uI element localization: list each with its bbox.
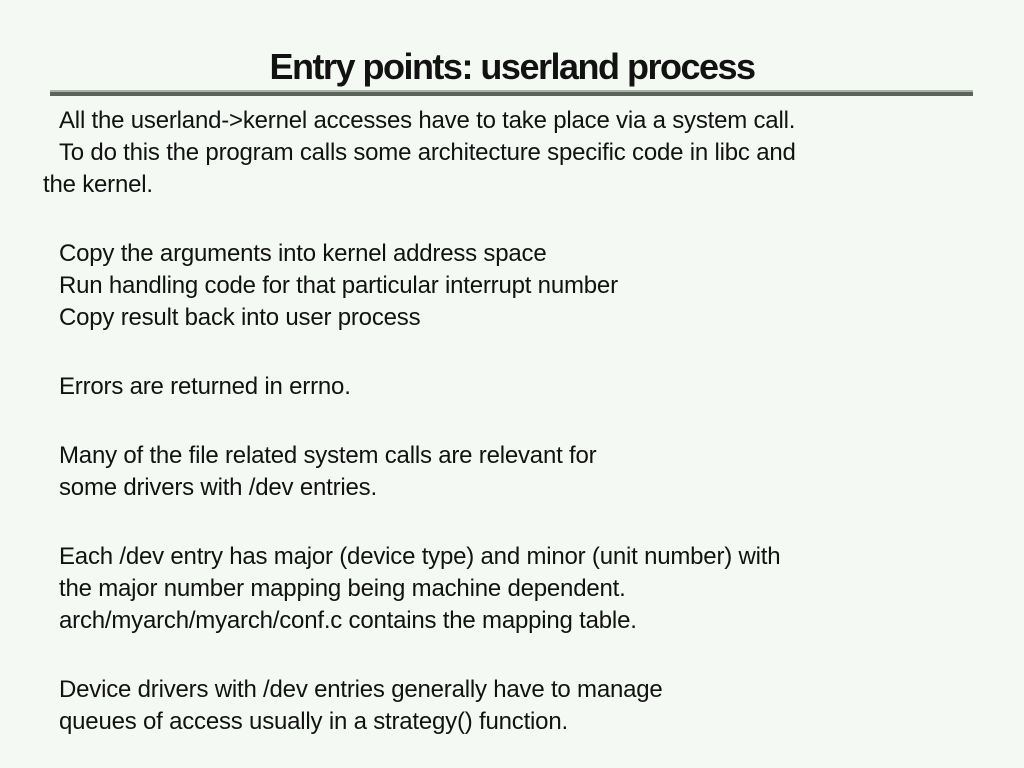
body-line: the major number mapping being machine d… [59,575,626,602]
slide-body: All the userland->kernel accesses have t… [43,105,1004,738]
slide-title: Entry points: userland process [269,46,756,87]
body-line: Many of the file related system calls ar… [59,442,597,469]
body-line: Run handling code for that particular in… [59,272,618,299]
paragraph-syscall-steps: Copy the arguments into kernel address s… [43,238,1004,334]
body-line: some drivers with /dev entries. [59,474,377,501]
paragraph-dev-entries: Each /dev entry has major (device type) … [43,541,1004,637]
body-line: Each /dev entry has major (device type) … [59,543,781,570]
body-line: arch/myarch/myarch/conf.c contains the m… [59,607,637,634]
body-line: queues of access usually in a strategy()… [59,708,568,735]
body-line: the kernel. [43,171,153,198]
paragraph-file-syscalls: Many of the file related system calls ar… [43,440,1004,504]
body-line: Device drivers with /dev entries general… [59,676,663,703]
body-line: Copy result back into user process [59,304,421,331]
body-line: All the userland->kernel accesses have t… [59,107,796,134]
body-line: Errors are returned in errno. [59,373,351,400]
paragraph-device-drivers: Device drivers with /dev entries general… [43,674,1004,738]
paragraph-errno: Errors are returned in errno. [43,371,1004,403]
paragraph-syscall-intro: All the userland->kernel accesses have t… [43,105,1004,201]
body-line: To do this the program calls some archit… [59,139,796,166]
title-underline-rule [50,90,973,96]
body-line: Copy the arguments into kernel address s… [59,240,547,267]
